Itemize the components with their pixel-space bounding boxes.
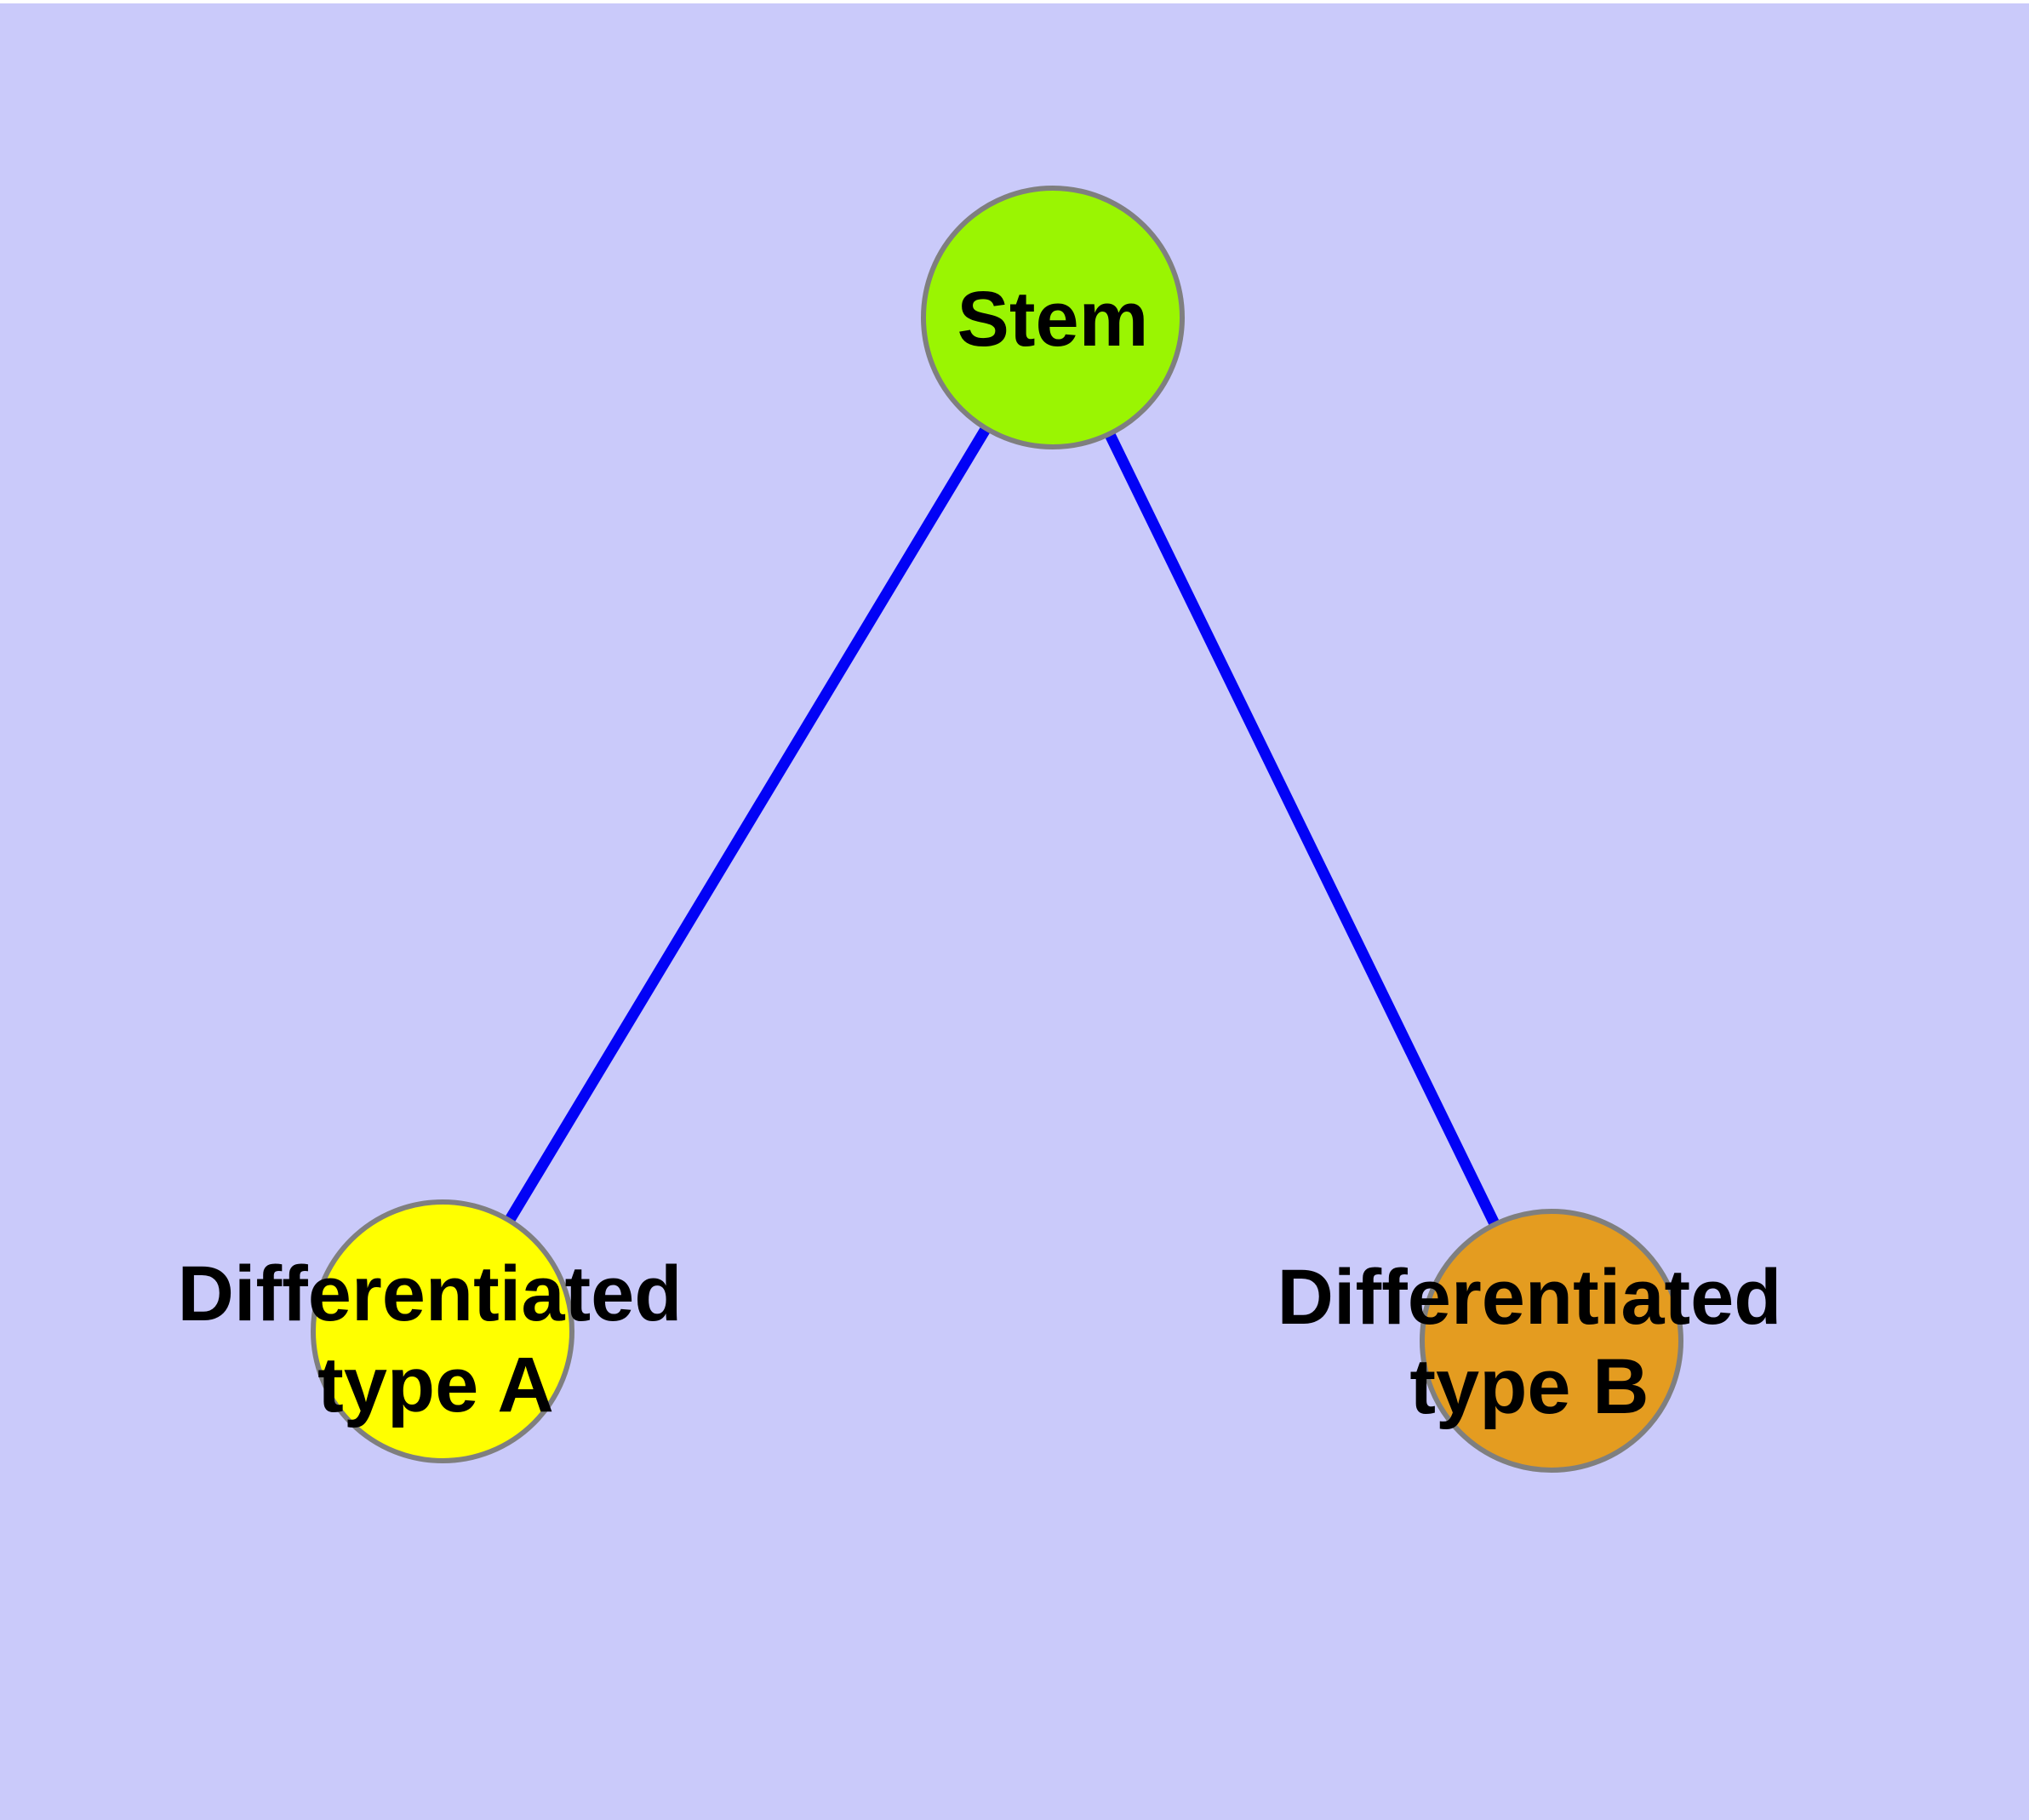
node-type-b-circle xyxy=(1420,1209,1683,1473)
node-stem-label: Stem xyxy=(957,276,1149,363)
edge-stem-to-type-b xyxy=(1048,315,1557,1343)
node-type-a-label-line1: Differentiated xyxy=(178,1251,683,1337)
edge-stem-to-type-a xyxy=(437,314,1058,1335)
node-type-a-circle xyxy=(311,1199,574,1463)
node-type-a-label-line2: type A xyxy=(317,1342,554,1428)
node-type-b-label-line2: type B xyxy=(1409,1343,1649,1430)
node-stem-circle xyxy=(921,186,1185,449)
node-type-b-label-line1: Differentiated xyxy=(1277,1254,1782,1341)
